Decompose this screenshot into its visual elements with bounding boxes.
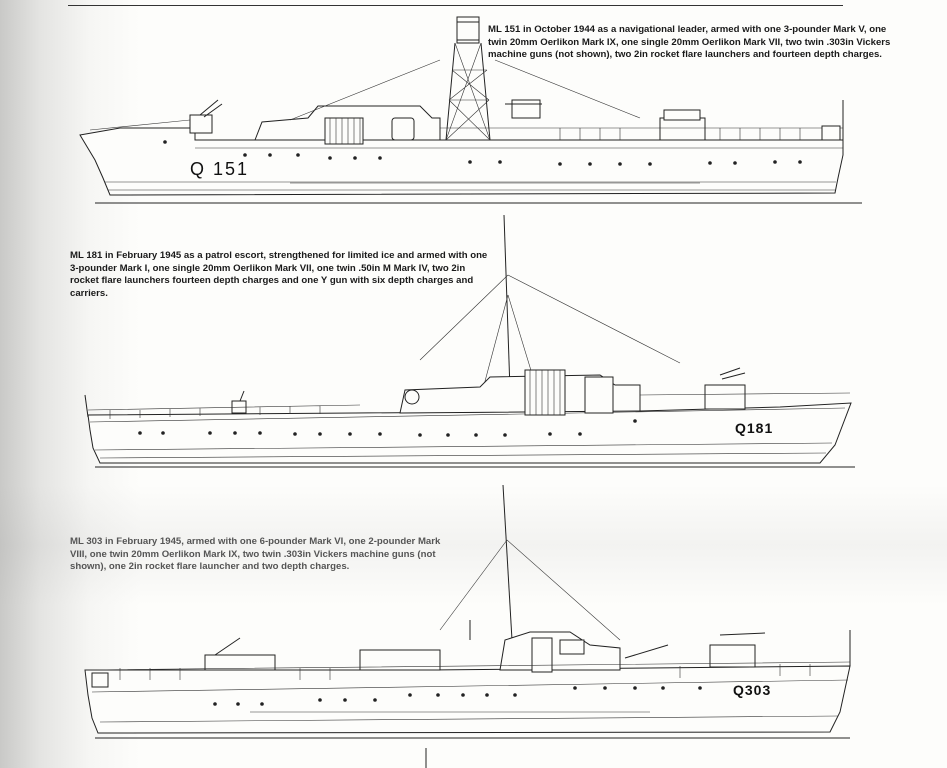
portholes bbox=[163, 140, 802, 166]
mast bbox=[503, 214, 511, 391]
ml181-drawing: Q181 bbox=[84, 214, 855, 468]
hull-number-ml151: Q 151 bbox=[190, 159, 249, 179]
mast bbox=[502, 484, 513, 641]
hull bbox=[79, 127, 844, 196]
top-rule bbox=[68, 5, 843, 6]
bridge bbox=[399, 374, 641, 414]
caption-ml151: ML 151 in October 1944 as a navigational… bbox=[488, 24, 891, 60]
caption-ml181: ML 181 in February 1945 as a patrol esco… bbox=[70, 250, 488, 299]
ml303-drawing: Q303 bbox=[84, 484, 851, 768]
radar-lantern bbox=[456, 16, 480, 44]
ml151-drawing: Q 151 bbox=[79, 16, 862, 204]
hull-number-ml181: Q181 bbox=[735, 420, 773, 436]
portholes bbox=[213, 686, 702, 706]
hull-number-ml303: Q303 bbox=[733, 682, 771, 698]
hull bbox=[84, 665, 851, 734]
portholes bbox=[138, 419, 637, 437]
after-deckhouse bbox=[659, 117, 706, 141]
caption-ml303: ML 303 in February 1945, armed with one … bbox=[70, 536, 441, 572]
